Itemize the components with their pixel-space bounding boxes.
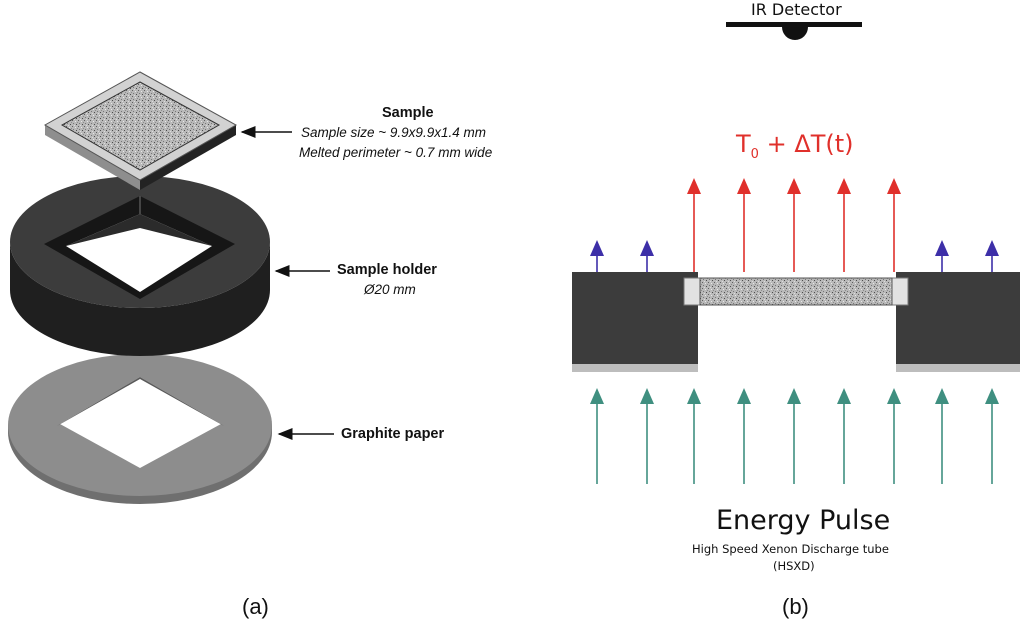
graphite-paper xyxy=(8,354,272,504)
panel-label-b: (b) xyxy=(782,594,809,619)
source-line-1: High Speed Xenon Discharge tube xyxy=(692,542,889,556)
red-arrow xyxy=(887,178,901,272)
holder-cross-section xyxy=(572,272,1020,372)
blue-arrow xyxy=(935,240,949,272)
green-arrow xyxy=(737,388,751,484)
sample-cross-section xyxy=(699,277,893,306)
melted-perimeter-text: Melted perimeter ~ 0.7 mm wide xyxy=(299,145,493,160)
sample-tile xyxy=(43,71,238,190)
red-arrow xyxy=(787,178,801,272)
energy-pulse-title: Energy Pulse xyxy=(716,505,891,536)
blue-arrow xyxy=(985,240,999,272)
blue-arrow xyxy=(640,240,654,272)
green-arrow xyxy=(935,388,949,484)
energy-pulse-arrows xyxy=(590,388,999,484)
blue-arrow xyxy=(590,240,604,272)
emitted-radiation-arrows xyxy=(687,178,901,272)
green-arrow xyxy=(787,388,801,484)
sample-holder xyxy=(10,176,270,356)
ir-detector-label: IR Detector xyxy=(751,0,842,19)
green-arrow xyxy=(640,388,654,484)
ir-detector xyxy=(726,22,862,40)
temperature-delta: + ΔT(t) xyxy=(758,130,854,158)
holder-radiation-arrows xyxy=(590,240,999,272)
temperature-subscript: 0 xyxy=(750,146,759,162)
red-arrow xyxy=(737,178,751,272)
panel-label-a: (a) xyxy=(242,594,269,619)
graphite-title: Graphite paper xyxy=(341,426,445,442)
sample-size-text: Sample size ~ 9.9x9.9x1.4 mm xyxy=(301,125,486,140)
holder-title: Sample holder xyxy=(337,262,437,278)
green-arrow xyxy=(590,388,604,484)
holder-diameter-text: Ø20 mm xyxy=(364,282,416,297)
green-arrow xyxy=(887,388,901,484)
red-arrow xyxy=(837,178,851,272)
red-arrow xyxy=(687,178,701,272)
temperature-symbol: T xyxy=(736,130,751,158)
green-arrow xyxy=(837,388,851,484)
sample-title: Sample xyxy=(382,105,434,121)
green-arrow xyxy=(985,388,999,484)
green-arrow xyxy=(687,388,701,484)
temperature-label: T0 + ΔT(t) xyxy=(736,130,854,162)
source-line-2: (HSXD) xyxy=(773,559,815,573)
